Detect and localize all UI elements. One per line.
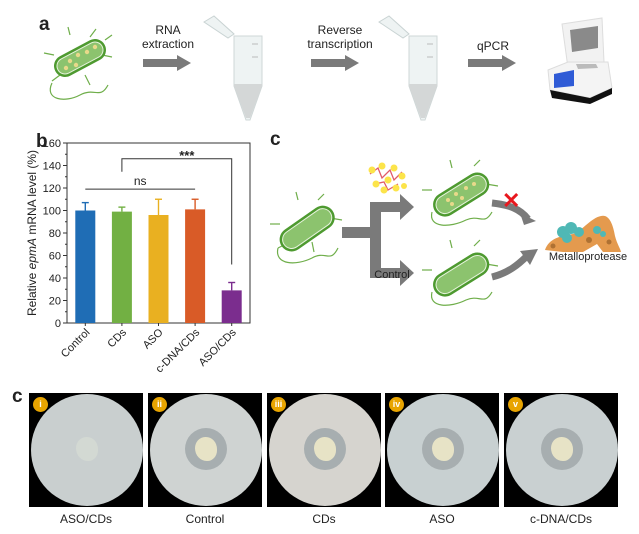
step-label-reverse-transcription: Reverse transcription — [300, 23, 380, 51]
y-axis-label: Relative epmA mRNA level (%) — [25, 150, 39, 316]
arrow-right-icon — [468, 55, 516, 71]
agar-plate: iii — [267, 393, 381, 507]
bacterial-colony — [76, 437, 98, 461]
step-label-rna-extraction: RNA extraction — [138, 23, 198, 51]
y-tick-label: 80 — [49, 228, 61, 240]
panel-a-label: a — [39, 14, 50, 35]
plate-badge: iii — [271, 397, 286, 412]
x-tick-label: Control — [59, 327, 93, 361]
agar-plate: ii — [148, 393, 262, 507]
y-tick-label: 100 — [43, 206, 61, 218]
plate-label: Control — [185, 512, 225, 526]
plate-label: ASO/CDs — [59, 512, 112, 526]
microtube-icon — [378, 15, 438, 121]
qpcr-machine-icon — [547, 17, 613, 104]
step-label-line: RNA — [155, 23, 181, 37]
significance-bracket — [121, 158, 233, 265]
plate-label: c-DNA/CDs — [530, 512, 592, 526]
y-axis-label-gene: epmA — [25, 238, 39, 269]
bacterial-colony — [432, 437, 454, 461]
bacterial-colony — [551, 437, 573, 461]
step-label-line: transcription — [307, 37, 373, 51]
bacterium-icon — [422, 239, 499, 306]
arrow-right-icon — [311, 55, 359, 71]
x-tick-label: CDs — [105, 326, 129, 350]
y-tick-label: 160 — [43, 138, 61, 150]
agar-plate: iv — [385, 393, 499, 507]
y-tick-label: 120 — [43, 183, 61, 195]
blocked-arrow-icon — [491, 199, 536, 225]
bar-cds — [111, 211, 132, 323]
control-branch-label: Control — [374, 269, 410, 281]
plate-badge: i — [33, 397, 48, 412]
cds-nanoparticles-icon — [368, 162, 407, 194]
bar-c-dna-cds — [185, 209, 206, 323]
metalloprotease-label: Metalloprotease — [548, 251, 628, 263]
panel-b-label: b — [36, 131, 48, 152]
x-tick-label: ASO — [141, 326, 166, 351]
panel-c-scheme-label: c — [270, 129, 281, 150]
branch-arrow-icon — [342, 194, 414, 286]
plate-label: ASO — [429, 512, 455, 526]
metalloprotease-structure-icon — [545, 215, 621, 252]
plate-badge: ii — [152, 397, 167, 412]
bacterial-colony — [314, 437, 336, 461]
bacterium-with-cds-icon — [422, 159, 499, 226]
y-tick-label: 40 — [49, 273, 61, 285]
y-tick-label: 0 — [55, 318, 61, 330]
significance-label-ns: ns — [134, 174, 147, 188]
bacterium-with-cds-icon — [43, 26, 113, 100]
plate-label: CDs — [312, 512, 336, 526]
plate-badge: iv — [389, 397, 404, 412]
bacterium-icon — [270, 191, 343, 264]
bar-aso-cds — [221, 290, 242, 323]
panel-c-plates-label: c — [12, 386, 23, 407]
agar-plate: v — [504, 393, 618, 507]
agar-plate: i — [29, 393, 143, 507]
x-tick-label: ASO/CDs — [197, 326, 240, 369]
y-axis-label-part: mRNA level (%) — [25, 150, 39, 238]
y-tick-label: 60 — [49, 251, 61, 263]
plate-badge: v — [508, 397, 523, 412]
step-label-line: extraction — [141, 37, 195, 51]
significance-label-stars: *** — [179, 148, 195, 163]
y-tick-label: 140 — [43, 161, 61, 173]
microtube-icon — [203, 15, 263, 121]
bar-aso — [148, 215, 169, 323]
curved-arrow-icon — [491, 249, 538, 281]
blocked-x-icon: ✕ — [502, 188, 521, 213]
arrow-right-icon — [143, 55, 191, 71]
step-label-line: Reverse — [317, 23, 363, 37]
y-tick-label: 20 — [49, 296, 61, 308]
bar-control — [75, 210, 96, 323]
step-label-qpcr: qPCR — [476, 39, 509, 53]
bacterial-colony — [195, 437, 217, 461]
y-axis-label-part: Relative — [25, 269, 39, 316]
